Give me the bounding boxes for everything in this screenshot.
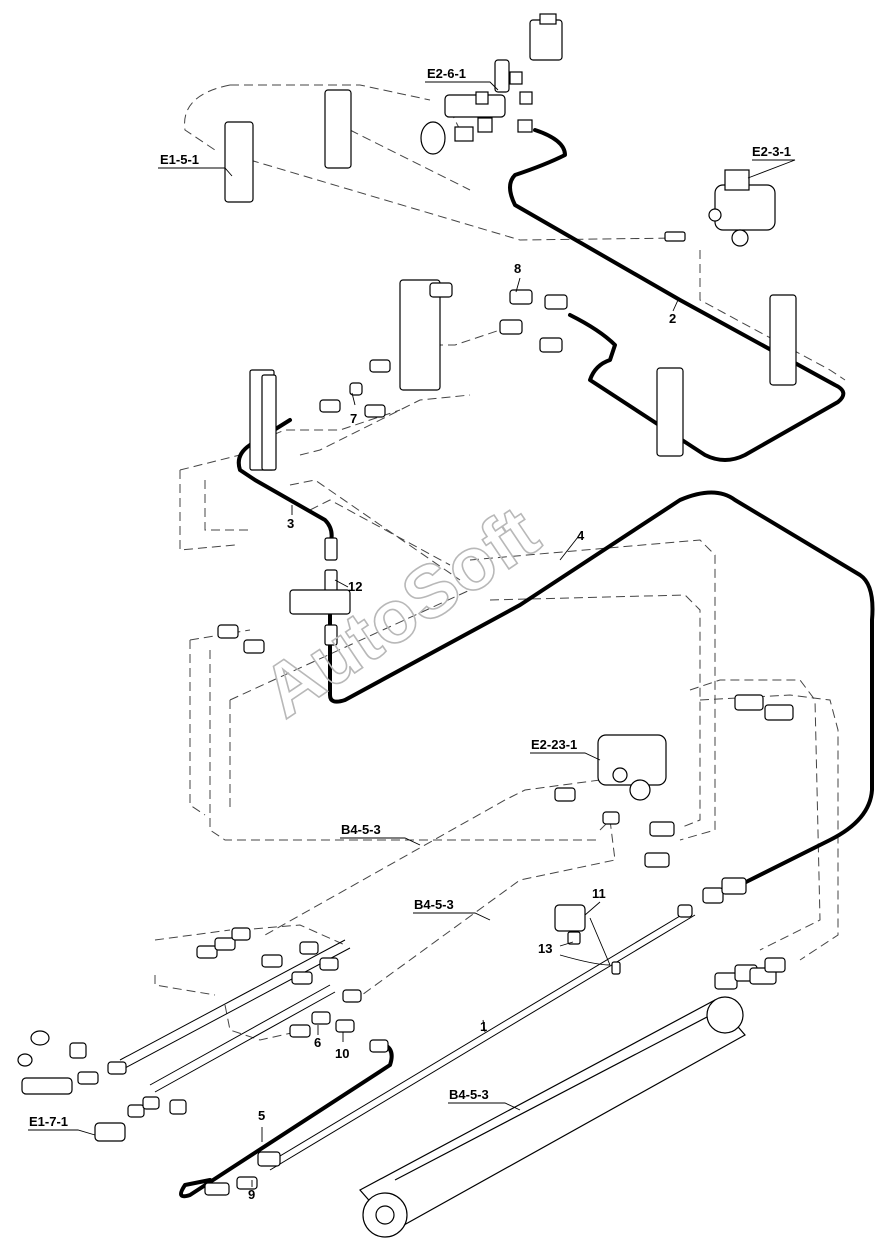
callout-1: 1 [480, 1019, 487, 1034]
callout-7: 7 [350, 411, 357, 426]
callout-4: 4 [577, 528, 585, 543]
label-b4-5-3-lower: B4-5-3 [449, 1087, 489, 1102]
control-valve-right [708, 169, 776, 247]
fitting-e2-3-1 [664, 231, 686, 242]
manifold-bar-left [224, 121, 254, 203]
label-b4-5-3-upper: B4-5-3 [341, 822, 381, 837]
callout-10: 10 [335, 1046, 349, 1061]
hose-3 [236, 418, 334, 547]
callout-12: 12 [348, 579, 362, 594]
callout-9: 9 [248, 1187, 255, 1202]
callout-numbers: 1 2 3 4 5 6 7 8 9 10 11 12 13 [248, 261, 676, 1202]
bracket-plate [399, 279, 441, 391]
label-e1-5-1: E1-5-1 [160, 152, 199, 167]
hose-4 [328, 490, 875, 887]
manifold-bar-center [656, 367, 684, 457]
valve-block-top [420, 13, 563, 155]
callout-2: 2 [669, 311, 676, 326]
callout-6: 6 [314, 1035, 321, 1050]
label-b4-5-3-middle: B4-5-3 [414, 897, 454, 912]
valve-e2-23-1 [597, 734, 667, 801]
hose-5 [179, 1043, 394, 1199]
hose-2 [508, 128, 846, 462]
hoses [119, 128, 875, 1199]
callout-8: 8 [514, 261, 521, 276]
manifold-bar-mid [324, 89, 352, 169]
callout-13: 13 [538, 941, 552, 956]
components [17, 13, 797, 1238]
leader-lines [28, 81, 796, 1187]
hydraulic-cylinder [359, 957, 786, 1238]
callout-11: 11 [592, 886, 606, 901]
label-e2-23-1: E2-23-1 [531, 737, 577, 752]
clamp-11 [554, 904, 586, 932]
label-e2-6-1: E2-6-1 [427, 66, 466, 81]
callout-5: 5 [258, 1108, 265, 1123]
reference-labels: E2-6-1 E1-5-1 E2-3-1 E2-23-1 B4-5-3 B4-5… [29, 66, 792, 1131]
hose-1 [264, 909, 696, 1171]
label-e2-3-1: E2-3-1 [752, 144, 791, 159]
callout-3: 3 [287, 516, 294, 531]
label-e1-7-1: E1-7-1 [29, 1114, 68, 1129]
manifold-bar-right [769, 294, 797, 386]
